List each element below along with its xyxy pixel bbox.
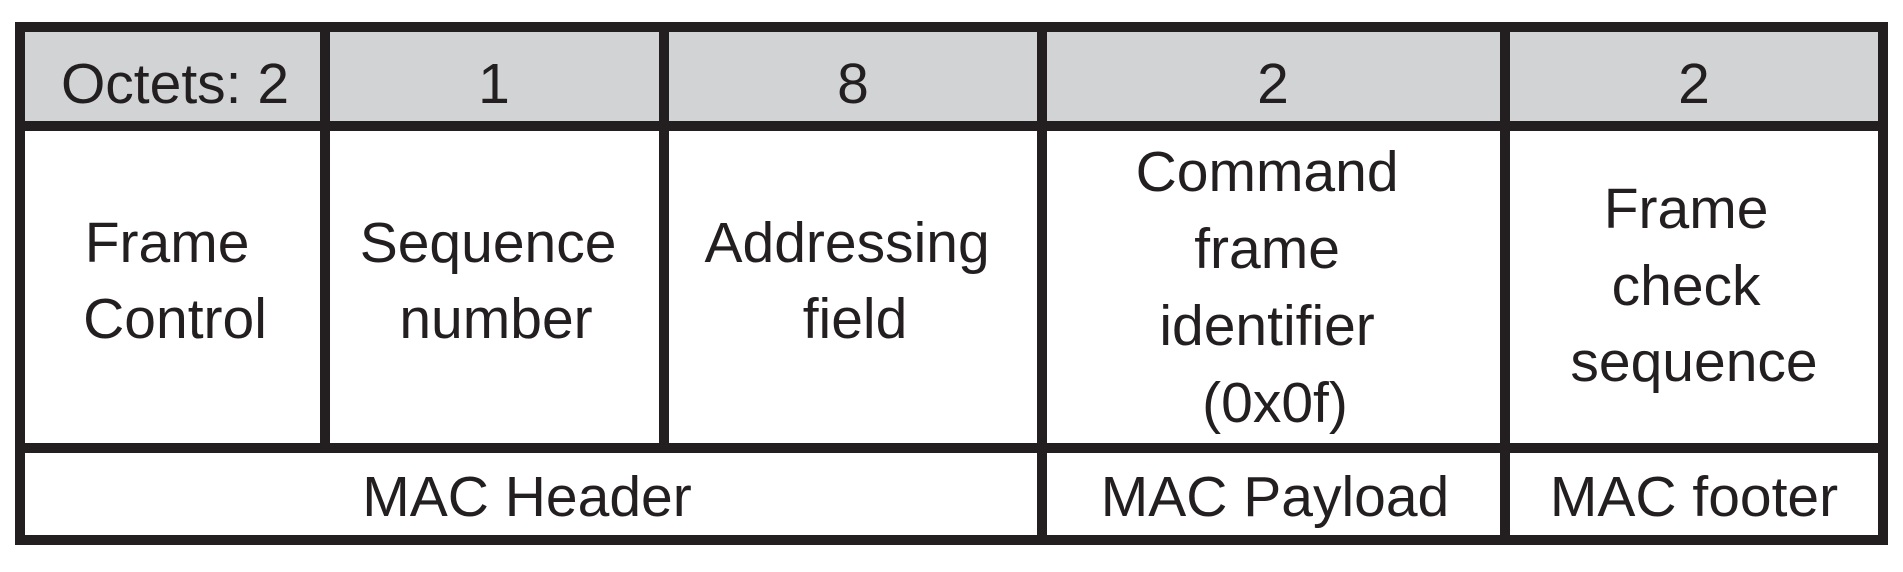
field-command-frame-identifier-line-1: Command [1136,140,1399,204]
field-sequence-number: Sequence number [360,211,633,351]
section-mac-footer: MAC footer [1550,465,1838,529]
section-mac-payload: MAC Payload [1101,465,1450,529]
field-command-frame-identifier-line-3: identifier [1159,294,1374,358]
field-command-frame-identifier: Command frame identifier (0x0f) [1136,140,1415,435]
field-command-frame-identifier-line-2: frame [1194,217,1340,281]
field-command-frame-identifier-line-4: (0x0f) [1202,371,1348,435]
octets-cell-addressing-field: 8 [837,52,869,116]
field-frame-check-sequence-line-3: sequence [1570,330,1817,394]
field-frame-control-line-2: Control [83,287,267,351]
field-frame-control-line-1: Frame [85,211,250,275]
octets-row-background [25,32,1878,121]
field-addressing-field-line-1: Addressing [704,211,989,275]
octets-cell-command-frame-identifier: 2 [1257,52,1289,116]
section-mac-header: MAC Header [362,465,691,529]
field-addressing-field: Addressing field [704,211,1005,351]
octets-cell-frame-control: Octets: 2 [61,52,289,116]
field-frame-check-sequence: Frame check sequence [1570,177,1817,394]
octets-cell-frame-check-sequence: 2 [1678,52,1710,116]
octets-cell-sequence-number: 1 [478,52,510,116]
field-frame-check-sequence-line-1: Frame [1604,177,1769,241]
field-addressing-field-line-2: field [803,287,908,351]
field-frame-control: Frame Control [83,211,267,351]
field-sequence-number-line-2: number [399,287,592,351]
field-sequence-number-line-1: Sequence [360,211,617,275]
field-frame-check-sequence-line-2: check [1612,254,1761,318]
